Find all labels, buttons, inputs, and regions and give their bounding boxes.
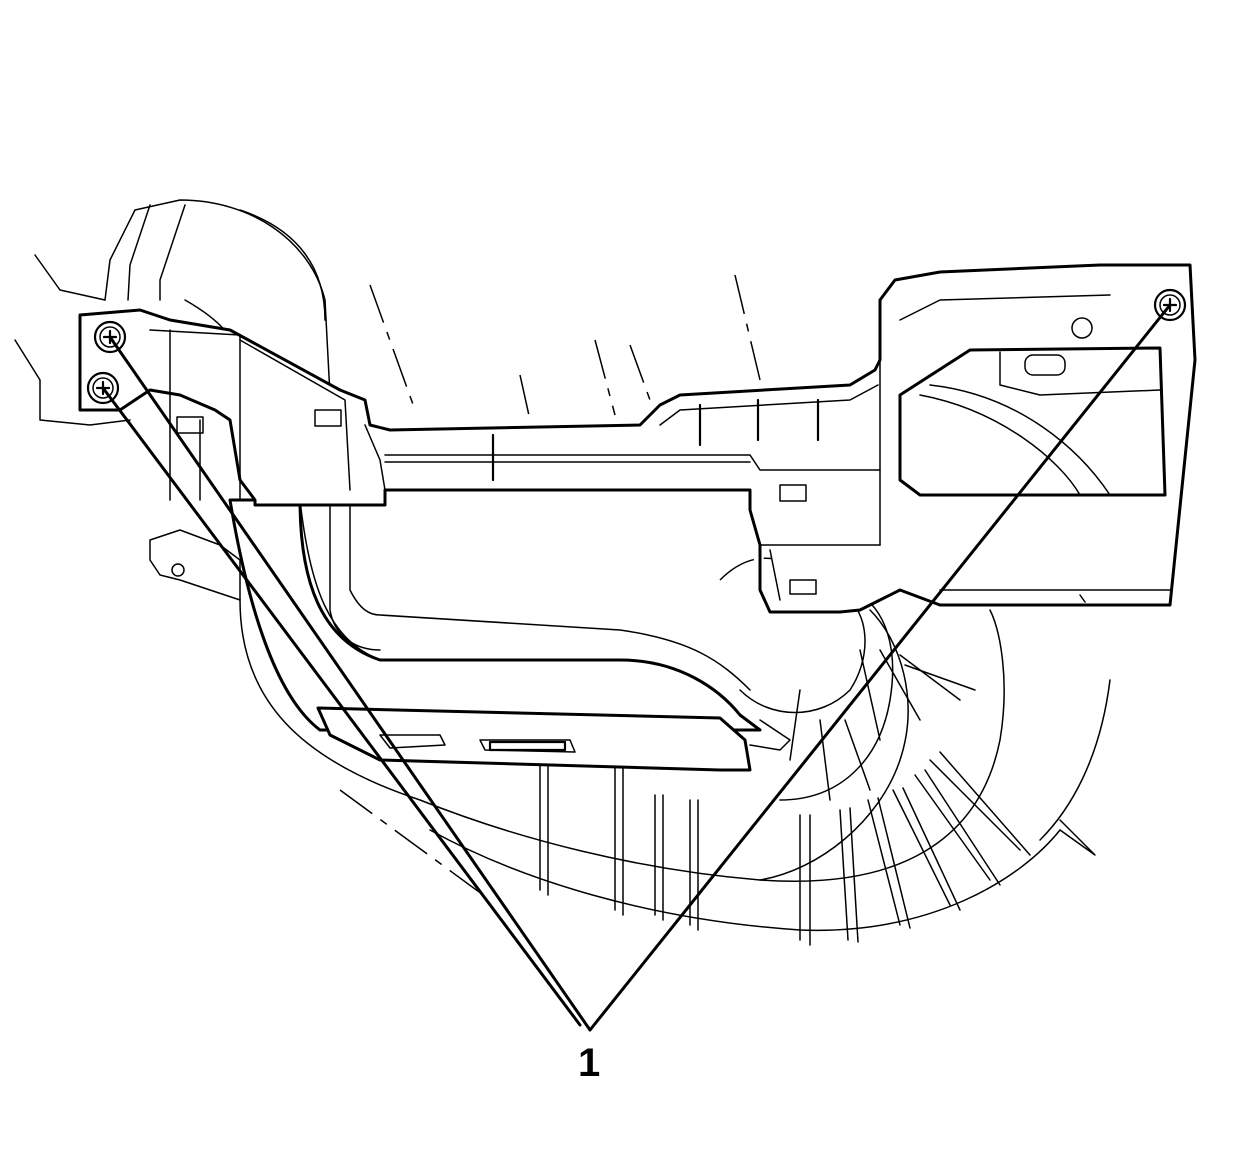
callout-label-1: 1 xyxy=(578,1041,600,1085)
right-module-box xyxy=(898,317,1171,603)
blower-fins xyxy=(539,649,1031,946)
callout-leaders xyxy=(101,303,1172,1032)
lower-duct-housing xyxy=(149,498,791,772)
upper-duct xyxy=(78,263,1197,614)
reference-lines xyxy=(339,274,781,901)
blower-housing xyxy=(239,589,1111,946)
